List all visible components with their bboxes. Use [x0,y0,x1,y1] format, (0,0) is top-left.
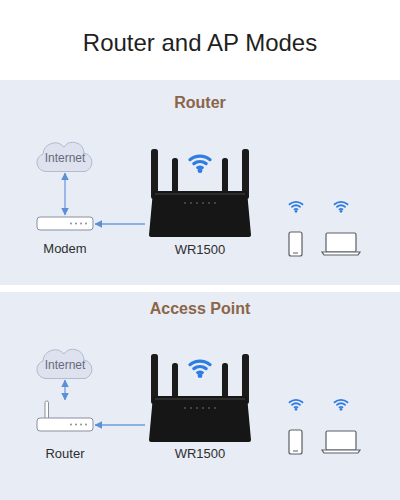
laptop-icon [322,431,360,453]
wr1500-router [145,145,255,240]
wifi-symbol [334,399,349,411]
mode-panel: Access PointInternetRouter WR1500 [0,292,400,500]
device-label: WR1500 [175,242,226,258]
modem-device [35,215,95,233]
wifi-symbol [188,155,211,174]
wr1500-node: WR1500 [145,145,255,258]
panel-heading: Router [174,93,226,113]
device-label: Router [45,446,84,462]
wifi-symbol [334,201,349,213]
device-label: WR1500 [175,446,226,462]
network-link [95,223,145,224]
page-title: Router and AP Modes [0,29,400,57]
network-link [64,173,65,215]
router-device [35,400,95,434]
device-label: Internet [45,150,86,166]
network-link [95,424,145,425]
modem-node: Modem [35,215,95,257]
wr1500-router [145,350,255,445]
wr1500-node: WR1500 [145,350,255,462]
internet-cloud: Internet [34,350,96,380]
panel-heading: Access Point [150,299,250,319]
client-devices [0,292,400,500]
wifi-symbol [188,360,211,379]
device-label: Modem [43,241,86,257]
network-link [64,380,65,400]
laptop-icon [322,233,360,255]
mode-panel: RouterInternetModem WR1500 [0,80,400,285]
internet-cloud: Internet [34,143,96,173]
device-label: Internet [45,357,86,373]
wifi-symbol [289,201,304,213]
wifi-symbol [289,399,304,411]
phone-icon [289,232,302,256]
router-node: Router [35,400,95,462]
phone-icon [289,430,302,454]
